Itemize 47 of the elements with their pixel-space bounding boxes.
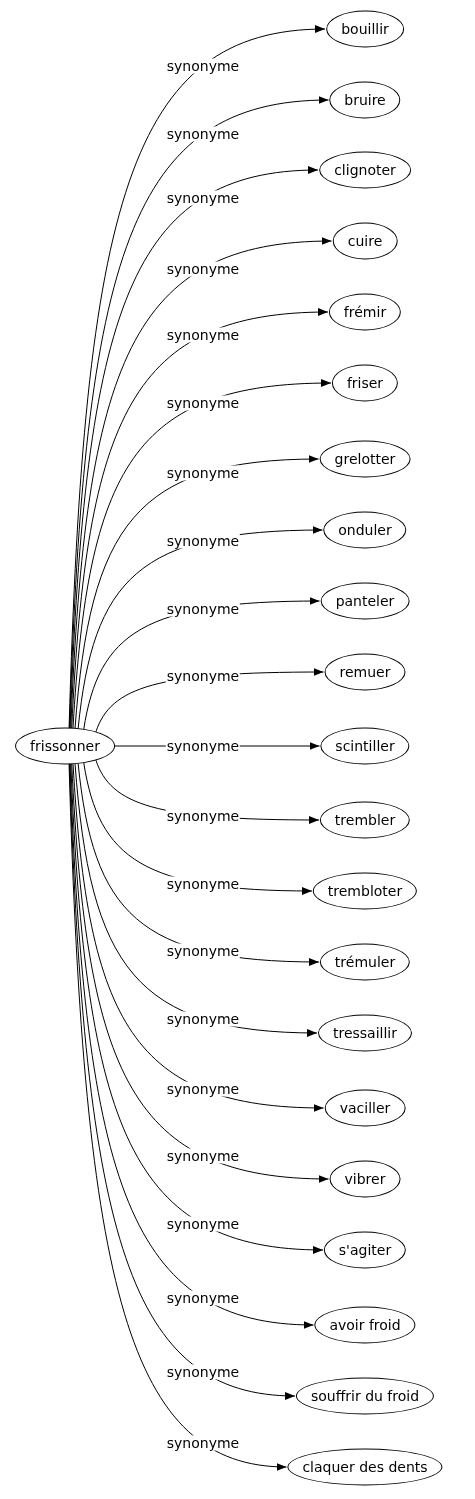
word-ellipse: avoir froid: [314, 1306, 416, 1344]
word-ellipse: grelotter: [319, 440, 411, 478]
word-ellipse: trémuler: [319, 943, 411, 981]
word-ellipse: clignoter: [319, 151, 411, 189]
edge-label: synonyme: [165, 1081, 241, 1097]
edge-label: synonyme: [165, 126, 241, 142]
edge-label: synonyme: [165, 1216, 241, 1232]
edge-label: synonyme: [165, 261, 241, 277]
word-ellipse: friser: [331, 364, 399, 402]
edge-label: synonyme: [165, 943, 241, 959]
word-ellipse: trembler: [319, 801, 411, 839]
word-ellipse: bruire: [329, 81, 401, 119]
word-ellipse: tressaillir: [318, 1014, 412, 1052]
edge-label: synonyme: [165, 1148, 241, 1164]
word-ellipse: frémir: [328, 293, 402, 331]
arrow: [70, 237, 332, 729]
edge-label: synonyme: [165, 395, 241, 411]
edge-label: synonyme: [165, 190, 241, 206]
word-ellipse: bouillir: [326, 10, 404, 48]
edge-label: synonyme: [165, 1290, 241, 1306]
arrow: [72, 763, 324, 1112]
word-ellipse: trembloter: [312, 872, 418, 910]
word-ellipse: vibrer: [329, 1160, 401, 1198]
arrow: [71, 308, 329, 729]
word-ellipse: souffrir du froid: [295, 1377, 435, 1415]
word-ellipse: remuer: [324, 653, 406, 691]
word-ellipse: s'agiter: [323, 1231, 407, 1269]
arrow: [69, 763, 314, 1329]
word-ellipse: vaciller: [324, 1089, 406, 1127]
edge-label: synonyme: [165, 58, 241, 74]
edge-label: synonyme: [165, 1364, 241, 1380]
word-ellipse: claquer des dents: [287, 1448, 443, 1486]
edge-label: synonyme: [165, 533, 241, 549]
word-ellipse: onduler: [323, 511, 407, 549]
arrow: [72, 379, 332, 729]
edge-label: synonyme: [165, 876, 241, 892]
word-ellipse: cuire: [332, 222, 398, 260]
word-ellipse: scintiller: [320, 727, 410, 765]
edge-label: synonyme: [165, 1435, 241, 1451]
arrow: [71, 763, 329, 1183]
edge-label: synonyme: [165, 1011, 241, 1027]
word-ellipse: frissonner: [15, 727, 115, 765]
word-ellipse: panteler: [320, 582, 410, 620]
edge-label: synonyme: [165, 808, 241, 824]
edge-label: synonyme: [165, 601, 241, 617]
edge-label: synonyme: [165, 465, 241, 481]
edge-label: synonyme: [165, 327, 241, 343]
